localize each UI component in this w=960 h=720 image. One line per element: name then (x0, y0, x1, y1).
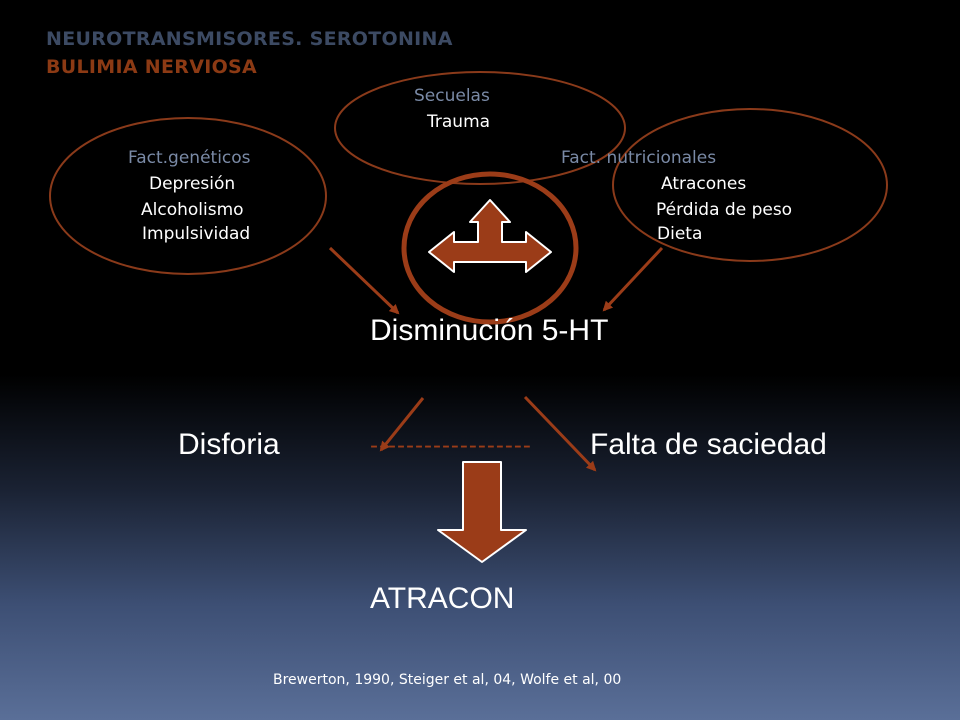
secuelas-item: Trauma (427, 112, 491, 132)
geneticos-item: Depresión (149, 174, 236, 194)
arrow-geneticos-to-center (328, 246, 400, 315)
saciedad-label: Falta de saciedad (590, 428, 827, 461)
down-arrow-icon (437, 461, 527, 563)
oval-nutricionales (612, 108, 888, 262)
geneticos-item: Alcoholismo (141, 200, 244, 220)
nutricionales-item: Pérdida de peso (656, 200, 793, 220)
nutricionales-item: Dieta (657, 224, 703, 244)
arrow-center-to-saciedad (523, 395, 597, 472)
geneticos-item: Impulsividad (142, 224, 251, 244)
arrow-nutricionales-to-center (602, 246, 664, 312)
oval-secuelas (334, 71, 626, 185)
geneticos-heading: Fact.genéticos (128, 148, 251, 168)
three-way-arrow-icon (428, 199, 552, 273)
center-label: Disminución 5-HT (370, 314, 609, 347)
arrow-center-to-disforia (379, 397, 425, 452)
secuelas-heading: Secuelas (414, 86, 490, 106)
disforia-label: Disforia (178, 428, 280, 461)
slide-title: NEUROTRANSMISORES. SEROTONINA (46, 28, 453, 50)
result-label: ATRACON (370, 582, 515, 615)
slide-subtitle: BULIMIA NERVIOSA (46, 56, 258, 78)
center-circle (401, 171, 579, 325)
oval-geneticos (49, 117, 327, 275)
nutricionales-item: Atracones (661, 174, 747, 194)
dashed-connector: ------------------ (370, 432, 532, 459)
reference-citation: Brewerton, 1990, Steiger et al, 04, Wolf… (273, 672, 622, 688)
nutricionales-heading: Fact. nutricionales (561, 148, 717, 168)
